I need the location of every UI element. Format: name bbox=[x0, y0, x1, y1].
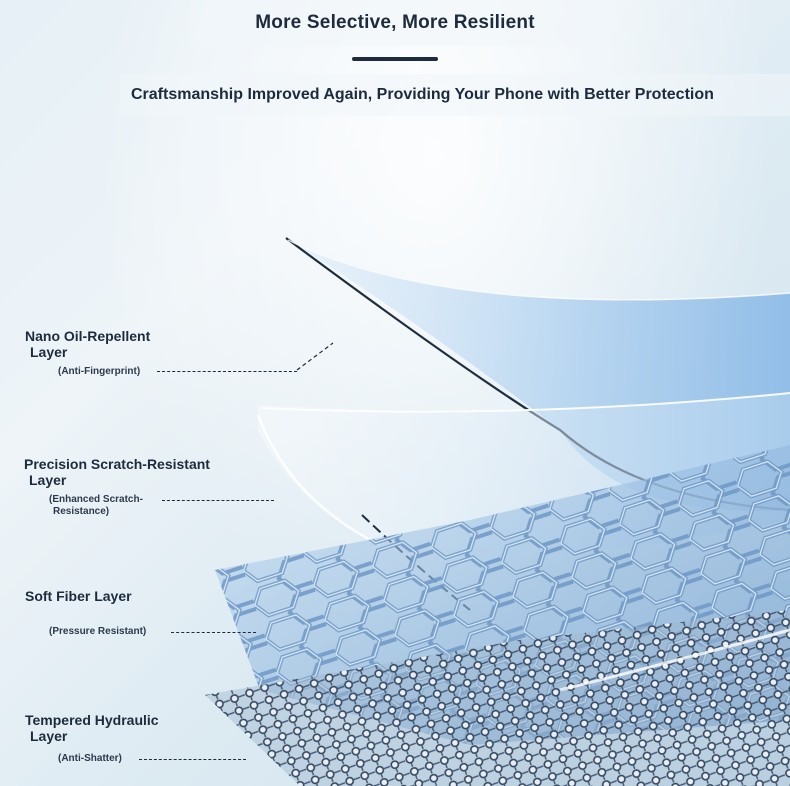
layer-feature-scratch-resistant: (Enhanced Scratch- Resistance) bbox=[49, 494, 143, 518]
layer-label-soft-fiber: Soft Fiber Layer bbox=[25, 588, 132, 604]
leader-line-oil bbox=[296, 342, 334, 371]
leader-dash-oil bbox=[157, 371, 297, 372]
layer-feature-oil-repellent: (Anti-Fingerprint) bbox=[58, 366, 140, 378]
layer-name: Nano Oil-Repellent bbox=[25, 328, 151, 344]
layer-feature-soft-fiber: (Pressure Resistant) bbox=[49, 626, 146, 638]
title-underline bbox=[352, 57, 438, 61]
layer-name-cont: Layer bbox=[30, 344, 68, 360]
layer-feature: (Anti-Shatter) bbox=[58, 753, 122, 764]
layer-label-scratch-resistant: Precision Scratch-Resistant Layer bbox=[24, 456, 210, 488]
layer-name-cont: Layer bbox=[29, 472, 67, 488]
page-title: More Selective, More Resilient bbox=[190, 0, 600, 46]
layer-feature: (Pressure Resistant) bbox=[49, 626, 147, 637]
layer-feature: (Anti-Fingerprint) bbox=[58, 366, 141, 377]
layer-feature-cont: Resistance) bbox=[53, 506, 110, 517]
page-subtitle: Craftsmanship Improved Again, Providing … bbox=[120, 74, 790, 116]
layer-feature-tempered-hydraulic: (Anti-Shatter) bbox=[58, 753, 122, 765]
layer-name-cont: Layer bbox=[30, 728, 68, 744]
leader-dash-scratch bbox=[162, 500, 274, 501]
layer-label-tempered-hydraulic: Tempered Hydraulic Layer bbox=[25, 712, 159, 744]
layer-name: Precision Scratch-Resistant bbox=[24, 456, 210, 472]
leader-dash-tempered bbox=[139, 759, 246, 760]
tempered-chain-mesh bbox=[205, 610, 790, 786]
layer-name: Soft Fiber Layer bbox=[25, 588, 132, 604]
layer-label-oil-repellent: Nano Oil-Repellent Layer bbox=[25, 328, 150, 360]
layer-name: Tempered Hydraulic bbox=[25, 712, 159, 728]
layer-feature: (Enhanced Scratch- bbox=[49, 494, 143, 505]
leader-dash-fiber bbox=[171, 632, 256, 633]
